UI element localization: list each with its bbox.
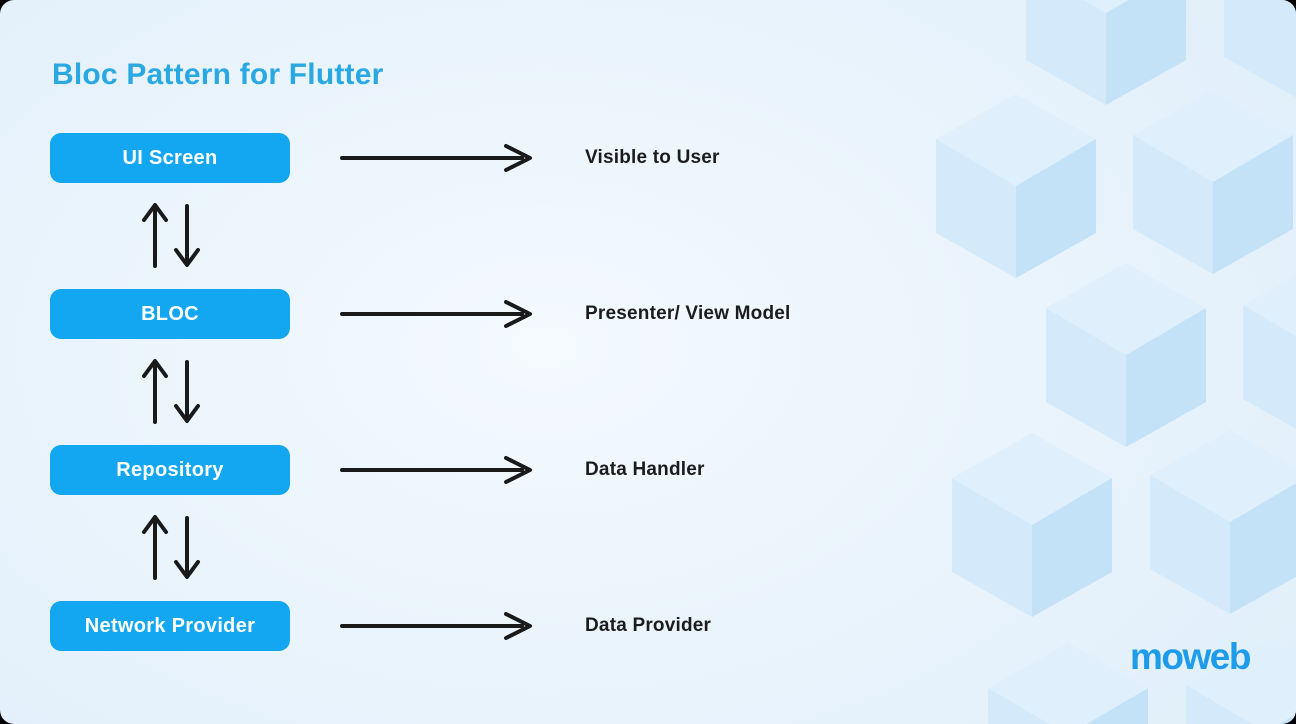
description-data-handler: Data Handler bbox=[585, 459, 705, 480]
moweb-logo: moweb bbox=[1130, 636, 1251, 677]
bidirectional-arrows-icon bbox=[142, 515, 200, 580]
arrow-down-icon bbox=[174, 360, 200, 423]
node-ui-screen: UI Screen bbox=[50, 133, 290, 183]
arrow-right-icon bbox=[340, 300, 532, 328]
node-repository-label: Repository bbox=[116, 458, 224, 481]
arrow-right-icon bbox=[340, 612, 532, 640]
node-ui-screen-label: UI Screen bbox=[122, 146, 218, 169]
description-presenter-view-model: Presenter/ View Model bbox=[585, 303, 791, 324]
bidirectional-arrows-icon bbox=[142, 203, 200, 268]
arrow-up-icon bbox=[142, 203, 168, 268]
bidirectional-arrows-icon bbox=[142, 359, 200, 424]
arrow-down-icon bbox=[174, 204, 200, 267]
page-title: Bloc Pattern for Flutter bbox=[52, 58, 384, 91]
node-network-provider: Network Provider bbox=[50, 601, 290, 651]
node-bloc: BLOC bbox=[50, 289, 290, 339]
arrow-right-icon bbox=[340, 456, 532, 484]
arrow-right-icon bbox=[340, 144, 532, 172]
arrow-down-icon bbox=[174, 516, 200, 579]
node-network-provider-label: Network Provider bbox=[84, 614, 256, 637]
description-visible-to-user: Visible to User bbox=[585, 147, 720, 168]
arrow-up-icon bbox=[142, 515, 168, 580]
arrow-up-icon bbox=[142, 359, 168, 424]
node-repository: Repository bbox=[50, 445, 290, 495]
description-data-provider: Data Provider bbox=[585, 615, 712, 636]
node-bloc-label: BLOC bbox=[141, 302, 199, 325]
